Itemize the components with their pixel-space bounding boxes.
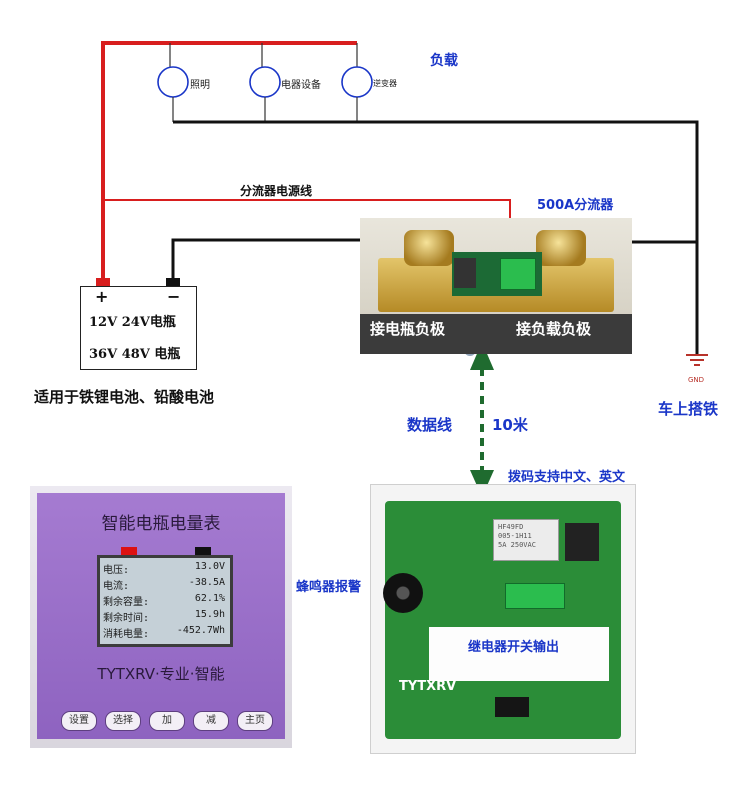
device-label-lighting: 照明	[190, 80, 210, 91]
battery-voltage-line2: 36V 48V 电瓶	[89, 347, 181, 362]
lamp-device-icon	[157, 66, 189, 98]
arrow-down-icon	[470, 470, 494, 497]
data-cable-label: 数据线	[407, 416, 453, 434]
battery-minus-label: −	[167, 287, 181, 306]
lcd-row-key: 剩余时间:	[103, 613, 150, 624]
positive-wire	[101, 41, 357, 284]
controller-board-photo: HF49FD 005-1H11 5A 250VAC TYTXRV	[370, 484, 636, 754]
pcb-silk-area	[429, 627, 609, 681]
select-button[interactable]: 选择	[105, 711, 141, 731]
shunt-bolt-left	[404, 230, 454, 266]
load-title: 负载	[430, 53, 458, 69]
ic-chip	[495, 697, 529, 717]
controller-pcb: HF49FD 005-1H11 5A 250VAC TYTXRV	[383, 501, 621, 739]
shunt-right-caption: 接负载负极	[516, 320, 592, 338]
device-label-inverter: 逆变器	[373, 79, 397, 88]
ground-caption: 车上搭铁	[658, 400, 719, 418]
shunt-power-terminal	[500, 258, 536, 290]
lcd-row-key: 电流:	[103, 581, 130, 592]
lcd-tab-black	[195, 547, 211, 555]
settings-button[interactable]: 设置	[61, 711, 97, 731]
lcd-row: 电压: 13.0V	[103, 561, 227, 576]
relay-print: HF49FD 005-1H11 5A 250VAC	[498, 523, 536, 549]
lcd-row-key: 消耗电量:	[103, 629, 150, 640]
dip-note: 拨码支持中文、英文	[508, 470, 626, 485]
shunt-title: 500A分流器	[537, 198, 614, 213]
lcd-tab-red	[121, 547, 137, 555]
battery-voltage-line1: 12V 24V电瓶	[89, 315, 176, 330]
meter-title: 智能电瓶电量表	[101, 514, 221, 534]
relay-note: 继电器开关输出	[468, 640, 560, 655]
battery-box: + − 12V 24V电瓶 36V 48V 电瓶	[80, 286, 197, 370]
appliance-device-icon	[249, 66, 281, 98]
negative-terminal	[166, 278, 180, 287]
arrow-up-icon	[470, 342, 494, 370]
shunt-photo: 接电瓶负极 接负载负极	[360, 218, 632, 354]
lcd-row: 剩余时间: 15.9h	[103, 609, 227, 624]
lcd-row-key: 剩余容量:	[103, 597, 150, 608]
lcd-row-value: 15.9h	[194, 609, 225, 620]
battery-negative-wire	[171, 238, 372, 284]
shunt-base	[360, 314, 632, 354]
relay-module: HF49FD 005-1H11 5A 250VAC	[493, 519, 559, 561]
inverter-device-icon	[341, 66, 373, 98]
shunt-data-port	[454, 258, 476, 288]
lcd-row: 电流: -38.5A	[103, 577, 227, 592]
shunt-wire-label: 分流器电源线	[240, 184, 313, 198]
dip-switch[interactable]	[565, 523, 599, 561]
data-cable-length: 10米	[492, 416, 528, 434]
shunt-left-caption: 接电瓶负极	[370, 320, 446, 338]
gnd-label: GND	[688, 376, 705, 384]
increase-button[interactable]: 加	[149, 711, 185, 731]
shunt-bolt-right	[536, 230, 586, 266]
board-brand: TYTXRV	[399, 679, 457, 694]
lcd-row: 消耗电量: -452.7Wh	[103, 625, 227, 640]
lcd-row-value: -452.7Wh	[176, 625, 225, 636]
battery-meter: 智能电瓶电量表 电压: 13.0V 电流: -38.5A 剩余容量: 62.1% 剩余…	[30, 486, 292, 748]
lcd-row-value: 13.0V	[194, 561, 225, 572]
relay-output-terminal	[505, 583, 565, 609]
positive-terminal	[96, 278, 110, 287]
decrease-button[interactable]: 减	[193, 711, 229, 731]
buzzer-note: 蜂鸣器报警	[296, 580, 362, 595]
battery-applicability: 适用于铁锂电池、铅酸电池	[34, 388, 215, 406]
device-label-appliance: 电器设备	[281, 80, 321, 91]
load-negative-wire	[173, 120, 699, 355]
home-button[interactable]: 主页	[237, 711, 273, 731]
meter-face: 智能电瓶电量表 电压: 13.0V 电流: -38.5A 剩余容量: 62.1% 剩余…	[37, 493, 285, 739]
buzzer	[383, 573, 423, 613]
meter-brand: TYTXRV·专业·智能	[97, 665, 225, 683]
lcd-row-value: -38.5A	[188, 577, 225, 588]
lcd-row-value: 62.1%	[194, 593, 225, 604]
lcd-row: 剩余容量: 62.1%	[103, 593, 227, 608]
battery-plus-label: +	[95, 287, 109, 306]
meter-lcd: 电压: 13.0V 电流: -38.5A 剩余容量: 62.1% 剩余时间: 15.9h…	[97, 555, 233, 647]
lcd-row-key: 电压:	[103, 565, 130, 576]
